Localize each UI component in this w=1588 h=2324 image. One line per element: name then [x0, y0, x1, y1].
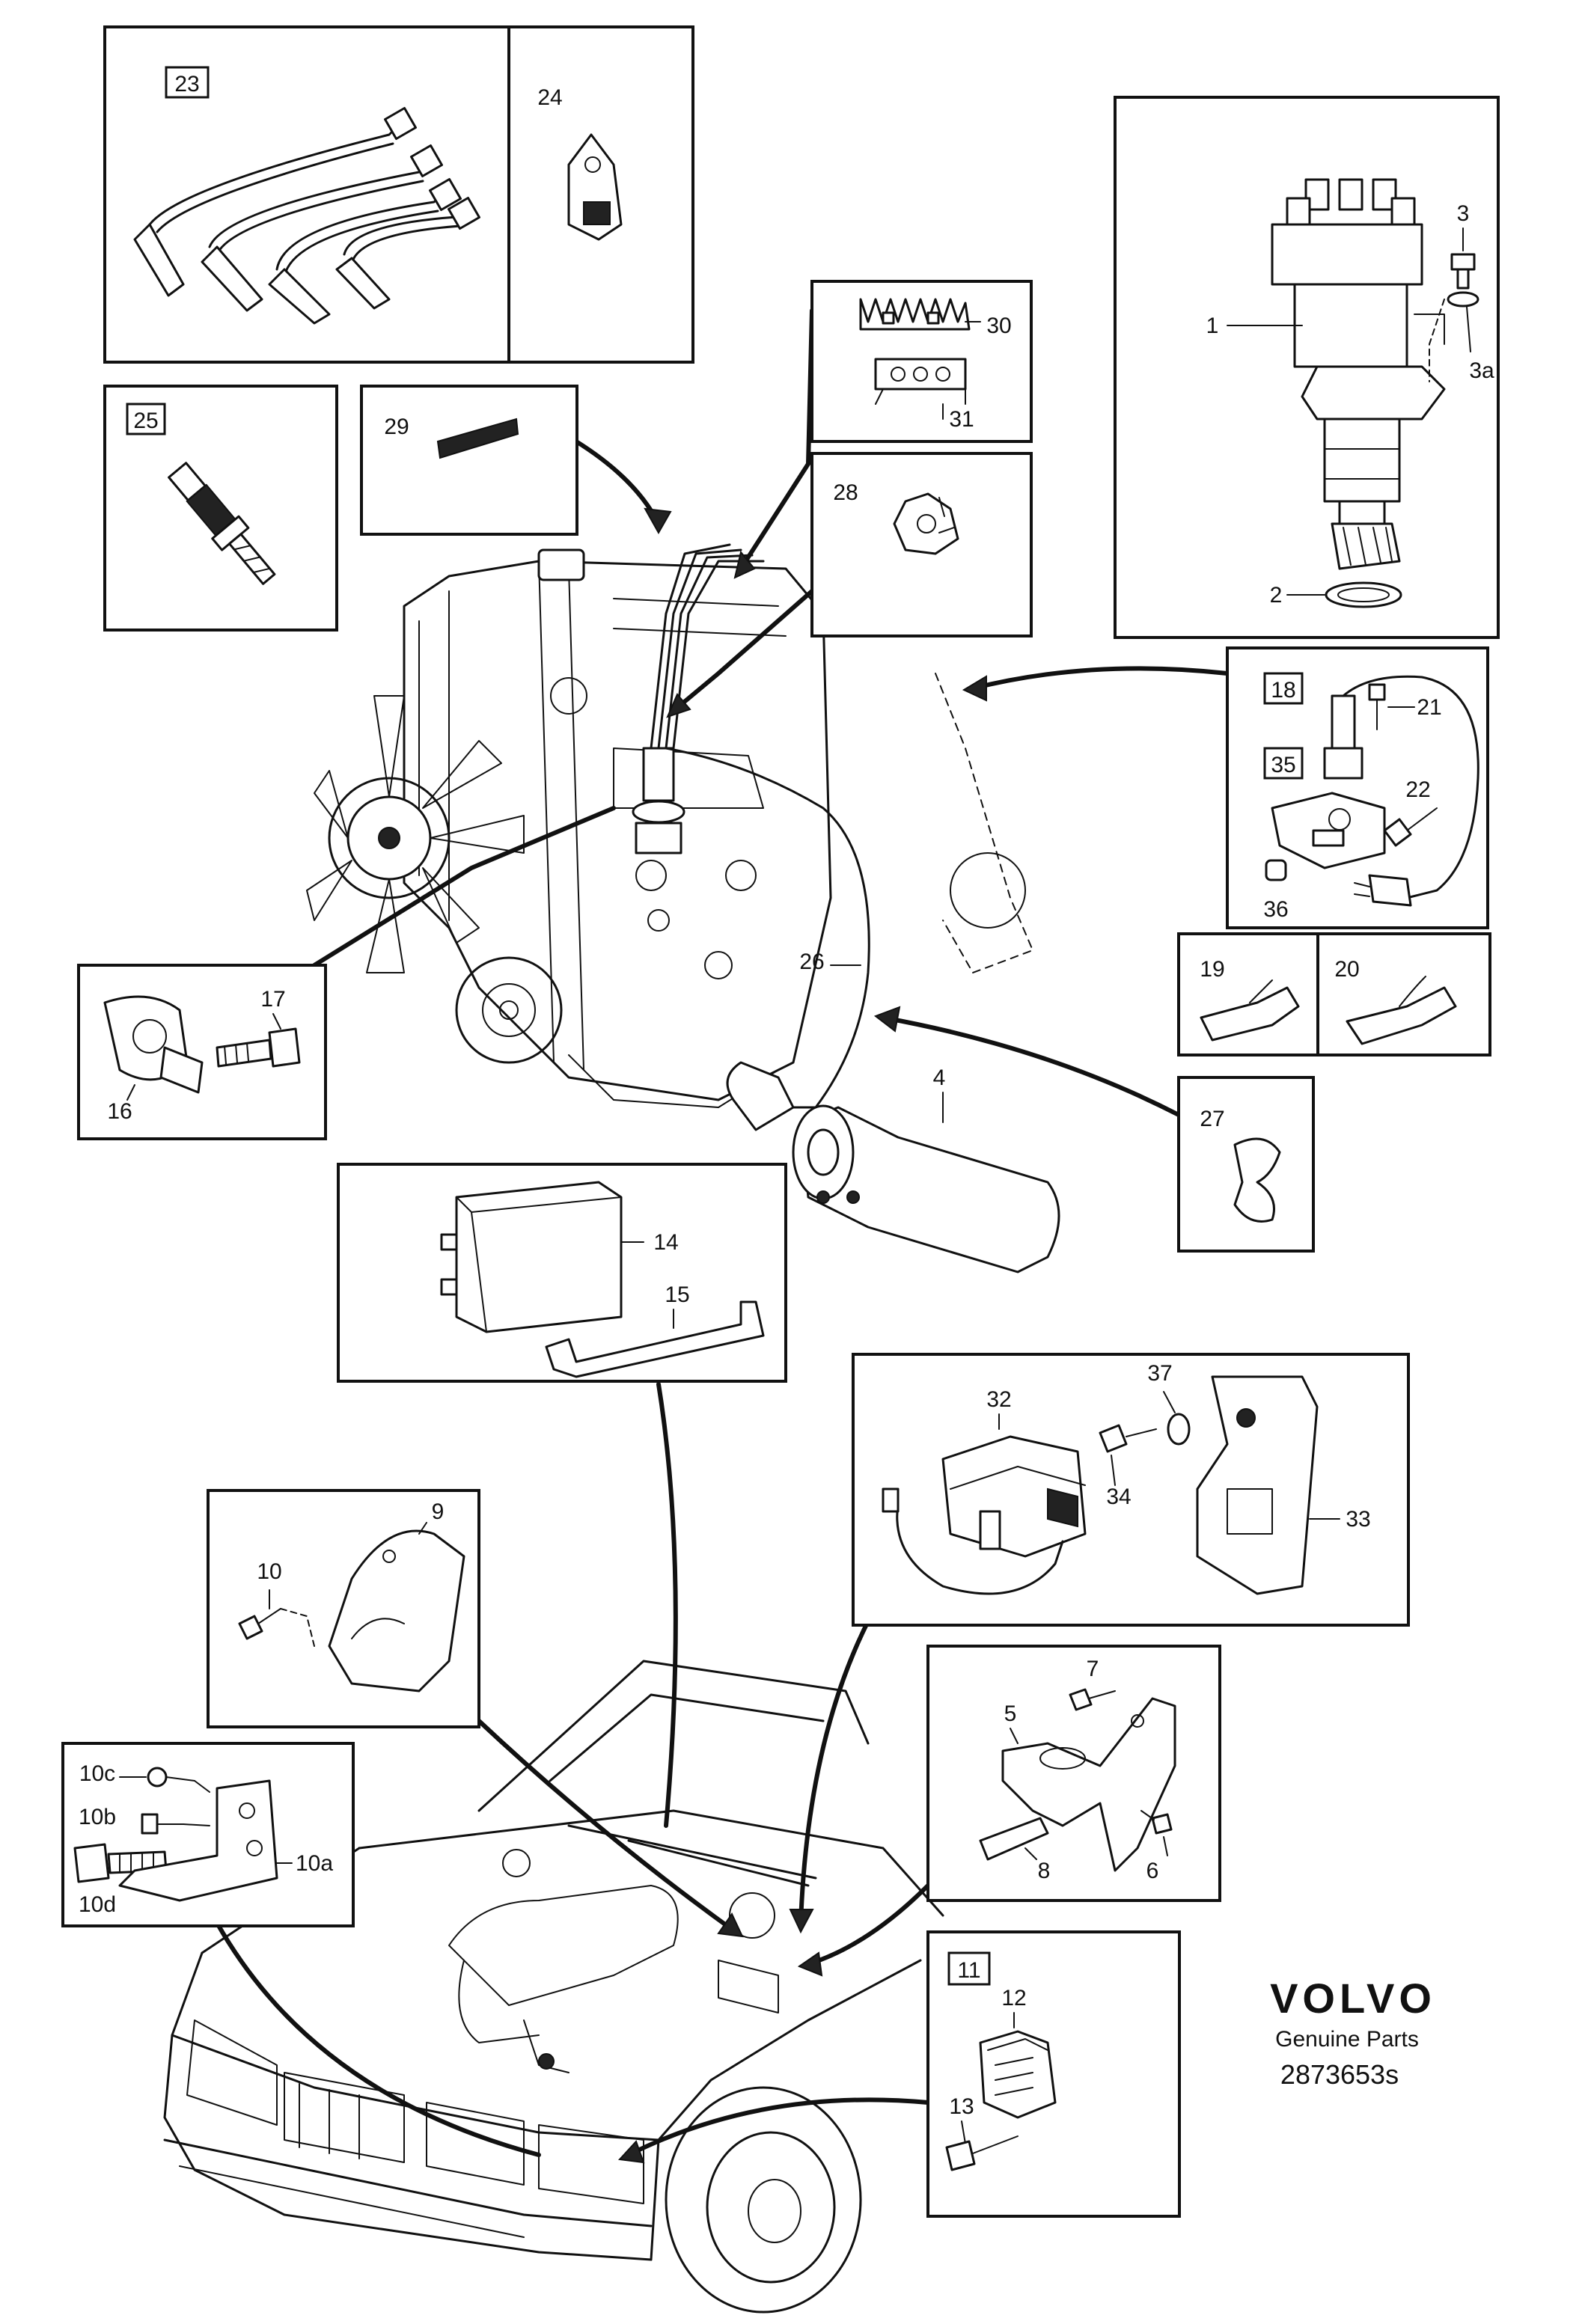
panel-rotor-plate: 28: [810, 452, 1033, 637]
callout-9: 9: [432, 1499, 445, 1524]
panel-bracket-5: 7 5 8 6: [926, 1645, 1221, 1902]
callout-6: 6: [1146, 1859, 1159, 1883]
callout-10d: 10d: [79, 1892, 116, 1917]
panel-unit-11: 11 12 13: [926, 1930, 1181, 2218]
callout-33: 33: [1346, 1507, 1370, 1532]
panel-bracket-10: 10c 10b 10d 10a: [61, 1742, 355, 1927]
callout-29: 29: [384, 415, 409, 439]
callout-30: 30: [986, 314, 1011, 338]
panel-control-unit: 14 15: [337, 1163, 787, 1383]
callout-27: 27: [1200, 1107, 1224, 1131]
callout-12: 12: [1001, 1986, 1026, 2010]
callout-20: 20: [1334, 957, 1359, 982]
callout-10b: 10b: [79, 1805, 116, 1829]
callout-17: 17: [260, 987, 285, 1012]
panel-impulse-sender: 18 35 21 22 36: [1226, 646, 1489, 929]
callout-3a: 3a: [1469, 358, 1494, 383]
callout-15: 15: [665, 1282, 689, 1307]
panel-clip-20: 20: [1316, 932, 1491, 1056]
panel-clamp: 27: [1177, 1076, 1315, 1253]
car-front-illustration: [163, 1660, 944, 2314]
callout-5: 5: [1004, 1701, 1017, 1726]
callout-10a: 10a: [296, 1851, 333, 1876]
callout-18: 18: [1271, 678, 1295, 703]
callout-31: 31: [949, 407, 974, 432]
engine-block-illustration: [306, 543, 1033, 1108]
genuine-parts-label: Genuine Parts: [1275, 2027, 1419, 2052]
diagram-code: 2873653s: [1280, 2059, 1399, 2090]
callout-11: 11: [957, 1958, 980, 1983]
panel-connector-strip: 29: [360, 385, 578, 536]
callout-2: 2: [1270, 583, 1283, 608]
panel-distributor: 2 1 3 3a: [1114, 96, 1500, 639]
panel-ht-lead-separators: 30 31: [810, 280, 1033, 443]
panel-spark-plug: 25: [103, 385, 338, 632]
engine-fan: [306, 695, 525, 973]
panel-clip-19: 19: [1177, 932, 1319, 1056]
callout-36: 36: [1263, 897, 1288, 922]
brand-block: VOLVO Genuine Parts 2873653s: [1270, 1975, 1436, 2090]
ignition-coil-group: 26 4: [726, 950, 1060, 1273]
callout-25: 25: [133, 409, 158, 433]
callout-24: 24: [537, 85, 562, 110]
callout-37: 37: [1147, 1361, 1172, 1386]
callout-10c: 10c: [79, 1761, 115, 1786]
callout-35: 35: [1271, 753, 1295, 777]
callout-28: 28: [833, 480, 858, 505]
callout-3: 3: [1457, 201, 1470, 226]
callout-8: 8: [1038, 1859, 1051, 1883]
callout-10: 10: [257, 1559, 281, 1584]
callout-1: 1: [1206, 314, 1219, 338]
callout-19: 19: [1200, 957, 1224, 982]
volvo-wordmark: VOLVO: [1270, 1975, 1436, 2022]
panel-ht-leads: 23 24: [103, 25, 694, 364]
panel-power-stage: 32 34 37 33: [852, 1353, 1410, 1627]
callout-21: 21: [1417, 695, 1441, 720]
callout-22: 22: [1405, 777, 1430, 802]
callout-34: 34: [1106, 1484, 1131, 1509]
callout-13: 13: [949, 2094, 974, 2119]
callout-32: 32: [986, 1387, 1011, 1412]
callout-14: 14: [653, 1230, 678, 1255]
panel-cover-9: 9 10: [207, 1489, 480, 1728]
callout-4: 4: [933, 1065, 946, 1090]
callout-26: 26: [799, 950, 824, 974]
callout-16: 16: [107, 1099, 132, 1124]
leader-arrows: [215, 308, 1230, 2164]
callout-23: 23: [174, 72, 199, 97]
callout-7: 7: [1087, 1657, 1099, 1681]
panel-knock-sensor: 16 17: [77, 964, 327, 1140]
